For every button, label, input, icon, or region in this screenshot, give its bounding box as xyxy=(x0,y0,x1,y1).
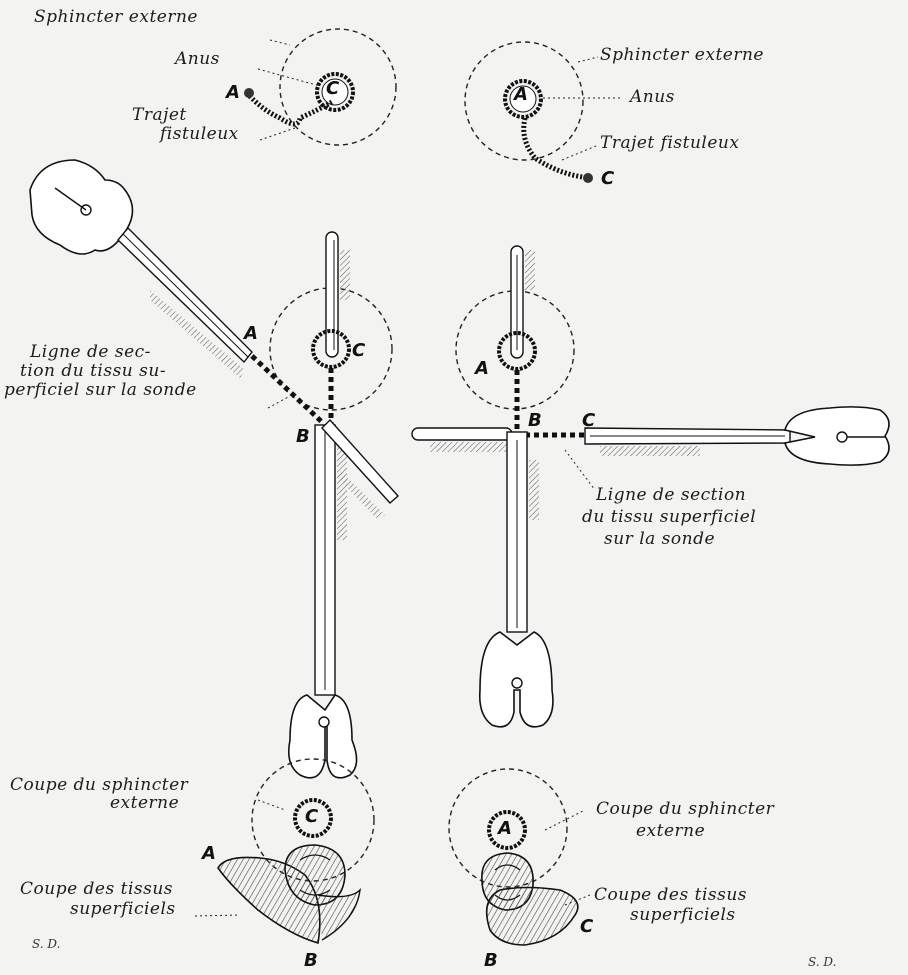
tissue-section xyxy=(487,888,578,946)
top-right-figure xyxy=(465,42,622,183)
point-a-top-right: A xyxy=(514,86,528,104)
signature-right: S. D. xyxy=(808,955,836,969)
label-coupe-sph-right-1: Coupe du sphincter xyxy=(596,800,774,819)
point-a-top-left: A xyxy=(226,84,240,102)
bottom-right-figure xyxy=(449,769,590,945)
grooved-probe-vertical xyxy=(480,432,553,727)
label-coupe-tissus-left-2: superficiels xyxy=(70,900,176,919)
label-trajet-top-left-2: fistuleux xyxy=(160,125,239,144)
signature-left: S. D. xyxy=(32,937,60,951)
point-b-bottom-left: B xyxy=(304,952,318,970)
label-sphincter-top-right: Sphincter externe xyxy=(600,46,764,65)
point-c-top-right: C xyxy=(601,170,614,188)
bottom-left-figure xyxy=(195,759,374,943)
top-left-figure xyxy=(244,29,396,145)
label-trajet-top-right: Trajet fistuleux xyxy=(600,134,739,153)
label-sphincter-top-left: Sphincter externe xyxy=(34,8,198,27)
section-line xyxy=(252,356,323,423)
label-trajet-top-left-1: Trajet xyxy=(132,106,187,125)
point-c-mid-left: C xyxy=(352,342,365,360)
label-ligne-left-3: perficiel sur la sonde xyxy=(4,381,197,400)
point-c-bottom-right: C xyxy=(580,918,593,936)
label-coupe-tissus-right-1: Coupe des tissus xyxy=(594,886,747,905)
label-ligne-right-1: Ligne de section xyxy=(596,486,746,505)
grooved-probe-horizontal xyxy=(585,407,889,465)
label-ligne-right-3: sur la sonde xyxy=(604,530,715,549)
middle-left-figure xyxy=(30,160,398,778)
label-ligne-left-1: Ligne de sec- xyxy=(30,343,151,362)
point-b-bottom-right: B xyxy=(484,952,498,970)
label-coupe-sph-left-2: externe xyxy=(110,794,179,813)
label-coupe-sph-right-2: externe xyxy=(636,822,705,841)
label-coupe-tissus-right-2: superficiels xyxy=(630,906,736,925)
point-a-mid-left: A xyxy=(244,325,258,343)
point-b-mid-left: B xyxy=(296,428,310,446)
point-a-mid-right: A xyxy=(475,360,489,378)
point-c-mid-right: C xyxy=(582,412,595,430)
point-c-top-left: C xyxy=(326,80,339,98)
label-coupe-tissus-left-1: Coupe des tissus xyxy=(20,880,173,899)
label-anus-top-right: Anus xyxy=(630,88,675,107)
point-a-bottom-left: A xyxy=(202,845,216,863)
label-ligne-left-2: tion du tissu su- xyxy=(20,362,166,381)
label-anus-top-left: Anus xyxy=(175,50,220,69)
label-ligne-right-2: du tissu superficiel xyxy=(582,508,756,527)
point-c-bottom-left: C xyxy=(305,808,318,826)
point-a-bottom-right: A xyxy=(498,820,512,838)
fistula-tract xyxy=(524,118,590,178)
point-b-mid-right: B xyxy=(528,412,542,430)
